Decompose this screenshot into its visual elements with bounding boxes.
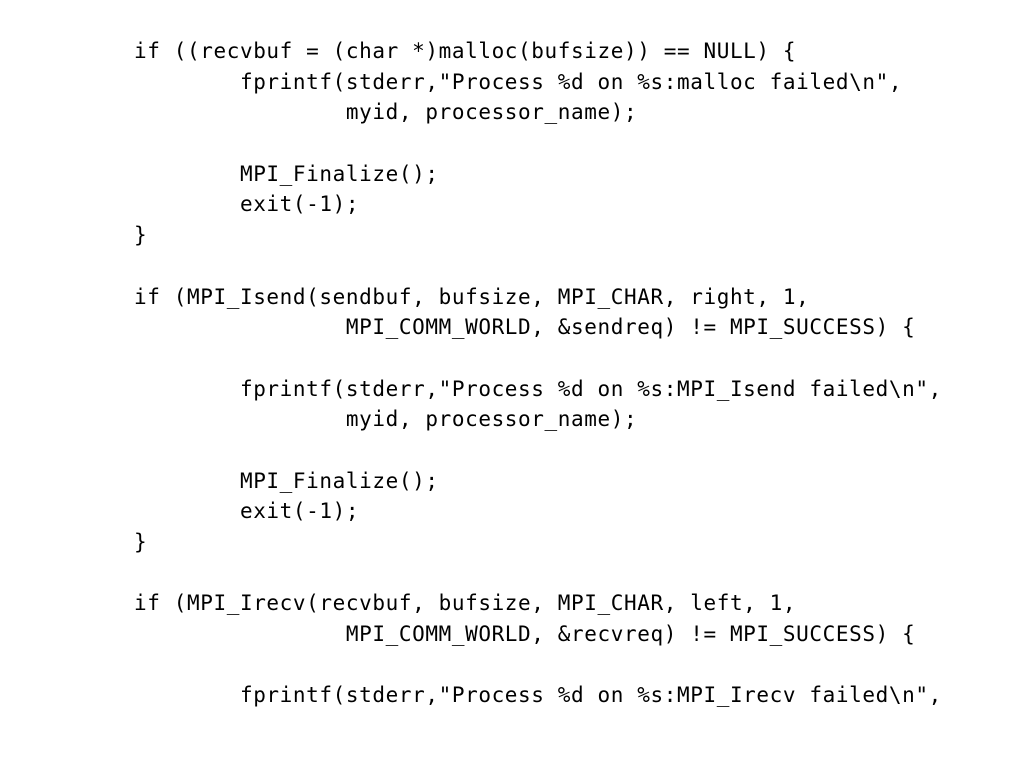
code-line: if (MPI_Isend(sendbuf, bufsize, MPI_CHAR…: [134, 284, 810, 309]
code-line: [134, 650, 942, 681]
code-block: if ((recvbuf = (char *)malloc(bufsize)) …: [134, 36, 942, 711]
code-line: myid, processor_name);: [134, 407, 638, 432]
code-line: fprintf(stderr,"Process %d on %s:malloc …: [134, 69, 903, 94]
code-line: if (MPI_Irecv(recvbuf, bufsize, MPI_CHAR…: [134, 591, 797, 616]
code-line: [134, 128, 942, 159]
code-line: [134, 343, 942, 374]
code-line: [134, 558, 942, 589]
code-line: MPI_Finalize();: [134, 468, 439, 493]
code-line: fprintf(stderr,"Process %d on %s:MPI_Ire…: [134, 683, 942, 708]
code-line: [134, 435, 942, 466]
code-line: MPI_COMM_WORLD, &recvreq) != MPI_SUCCESS…: [134, 622, 916, 647]
code-line: fprintf(stderr,"Process %d on %s:MPI_Ise…: [134, 376, 942, 401]
code-line: exit(-1);: [134, 499, 360, 524]
code-line: if ((recvbuf = (char *)malloc(bufsize)) …: [134, 39, 797, 63]
code-line: myid, processor_name);: [134, 100, 638, 125]
code-line: MPI_Finalize();: [134, 161, 439, 186]
code-line: }: [134, 530, 148, 554]
code-line: exit(-1);: [134, 192, 360, 217]
code-line: }: [134, 223, 148, 248]
code-line: [134, 251, 942, 282]
code-line: MPI_COMM_WORLD, &sendreq) != MPI_SUCCESS…: [134, 315, 916, 340]
